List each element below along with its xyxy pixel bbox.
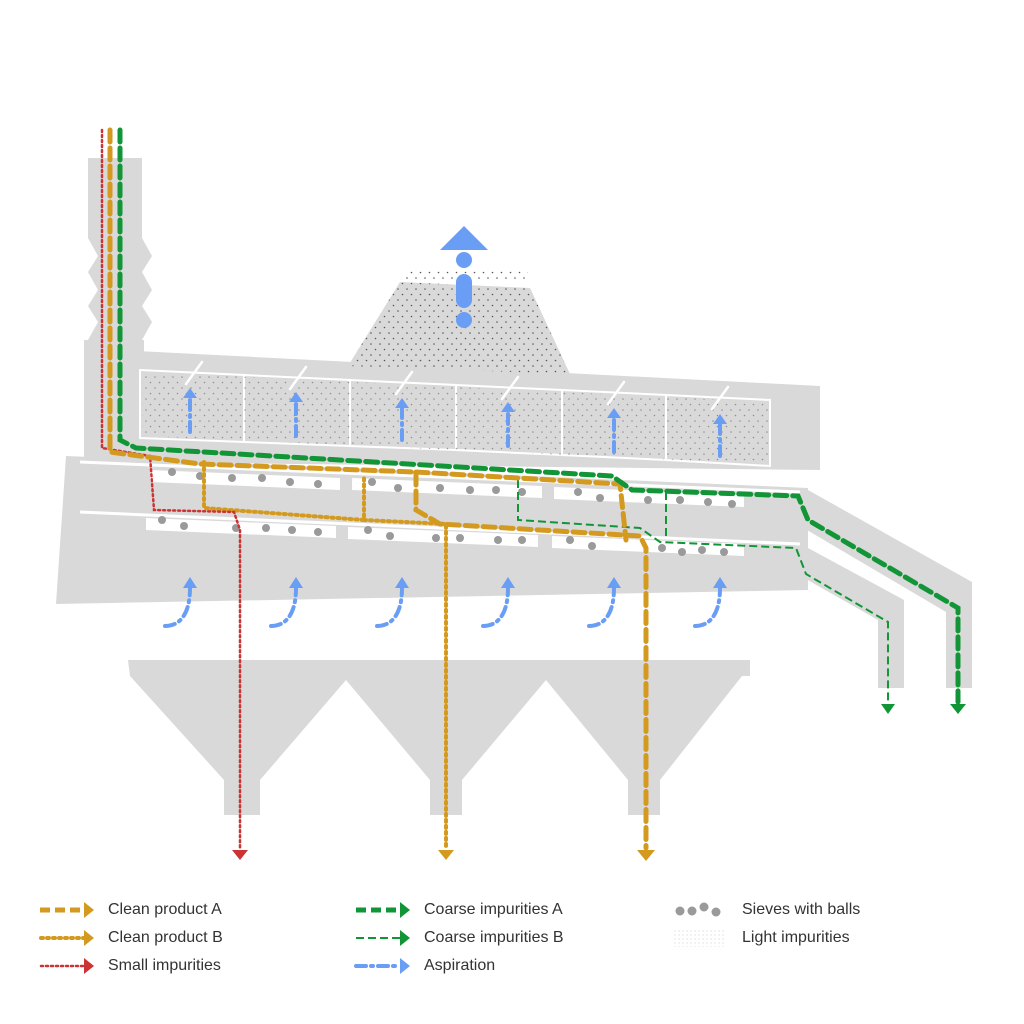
aspiration-outlet-arrow <box>440 226 488 250</box>
aspiration-outlet-dot <box>456 252 472 268</box>
aspiration-intake-arrow <box>163 586 192 628</box>
upper-deck-rail <box>79 460 801 494</box>
clean-b-path <box>202 460 366 523</box>
sieve-ball <box>518 536 526 544</box>
coarse-impurities-b-flow <box>517 480 889 702</box>
sieve-ball <box>288 526 296 534</box>
aspiration-arrowhead <box>607 408 621 418</box>
coarse-outlet-chute-a <box>790 490 972 688</box>
clean-a-path <box>107 127 649 851</box>
small-impurities-flow <box>100 128 242 850</box>
coarse-a-arrowhead <box>950 704 966 714</box>
flap <box>394 370 414 396</box>
flap <box>606 380 626 406</box>
lower-deck-rail <box>79 510 801 546</box>
flap <box>288 365 308 391</box>
sieve-ball <box>596 494 604 502</box>
sieve-ball <box>368 478 376 486</box>
aspiration-arrowhead <box>395 398 409 408</box>
aspiration-arrowhead <box>713 414 727 424</box>
aspiration-intake-arrow <box>481 586 510 628</box>
coarse-impurities-a-flow <box>117 127 961 705</box>
aspiration-intake-arrow <box>269 586 298 628</box>
sieve-ball <box>286 478 294 486</box>
sieve-ball <box>518 488 526 496</box>
inlet-bellows <box>88 238 152 340</box>
sieve-ball <box>466 486 474 494</box>
coarse-a-path <box>117 127 961 705</box>
aspiration-intake-arrow <box>375 586 404 628</box>
flap <box>710 385 730 411</box>
lower-sieve <box>552 536 744 556</box>
sieve-ball <box>436 484 444 492</box>
sieve-ball <box>386 532 394 540</box>
aspiration-arrowhead <box>501 577 515 588</box>
sieve-ball <box>314 480 322 488</box>
aspiration-arrowhead <box>183 577 197 588</box>
coarse-b-path <box>517 480 889 702</box>
inlet-pipe <box>88 158 142 238</box>
sieve-ball <box>432 534 440 542</box>
sieve-ball <box>262 524 270 532</box>
sieve-ball <box>644 496 652 504</box>
aspiration-arrowhead <box>289 577 303 588</box>
sieve-ball <box>678 548 686 556</box>
aspiration-arrowhead <box>395 577 409 588</box>
sieve-ball <box>258 474 266 482</box>
aspiration-outlet-dot <box>456 312 472 328</box>
small-impurities-path <box>100 128 242 850</box>
sieve-ball <box>168 468 176 476</box>
aspiration-intake-arrow <box>693 586 722 628</box>
aspiration-arrowhead <box>183 388 197 398</box>
flap <box>184 360 204 386</box>
lower-sieve <box>146 518 336 538</box>
lower-sieve <box>348 527 538 547</box>
sieve-ball <box>228 474 236 482</box>
sieve-ball <box>394 484 402 492</box>
aspiration-flows <box>163 226 727 628</box>
small-impurities-arrowhead <box>232 850 248 860</box>
light-impurities-hood <box>348 282 570 374</box>
coarse-outlet-chute-b <box>790 548 904 688</box>
sieve-ball <box>676 496 684 504</box>
sieve-ball <box>566 536 574 544</box>
light-impurities-cells <box>142 372 768 464</box>
sieve-ball <box>158 516 166 524</box>
clean-a-arrowhead <box>637 850 655 861</box>
sieve-ball <box>314 528 322 536</box>
sieve-ball <box>698 546 706 554</box>
aspiration-arrowhead <box>289 392 303 402</box>
aspiration-arrowhead <box>607 577 621 588</box>
sieve-ball <box>574 488 582 496</box>
sieve-ball <box>658 544 666 552</box>
sieve-ball <box>588 542 596 550</box>
flap <box>500 375 520 401</box>
aspiration-arrowhead <box>713 577 727 588</box>
sieve-ball <box>704 498 712 506</box>
sieve-ball <box>456 534 464 542</box>
sieve-decks <box>79 460 801 556</box>
sieve-balls <box>158 468 736 556</box>
aspiration-intake-arrow <box>587 586 616 628</box>
hopper-row <box>128 660 750 815</box>
sieve-ball <box>494 536 502 544</box>
sieve-ball <box>180 522 188 530</box>
sieve-ball <box>492 486 500 494</box>
sieve-ball <box>364 526 372 534</box>
cell-flaps <box>184 360 730 411</box>
coarse-b-arrowhead <box>881 704 895 714</box>
aspiration-outlet-dash <box>456 274 472 308</box>
aspiration-arrowhead <box>501 402 515 412</box>
sieve-ball <box>728 500 736 508</box>
clean-b-arrowhead <box>438 850 454 860</box>
sieve-ball <box>720 548 728 556</box>
